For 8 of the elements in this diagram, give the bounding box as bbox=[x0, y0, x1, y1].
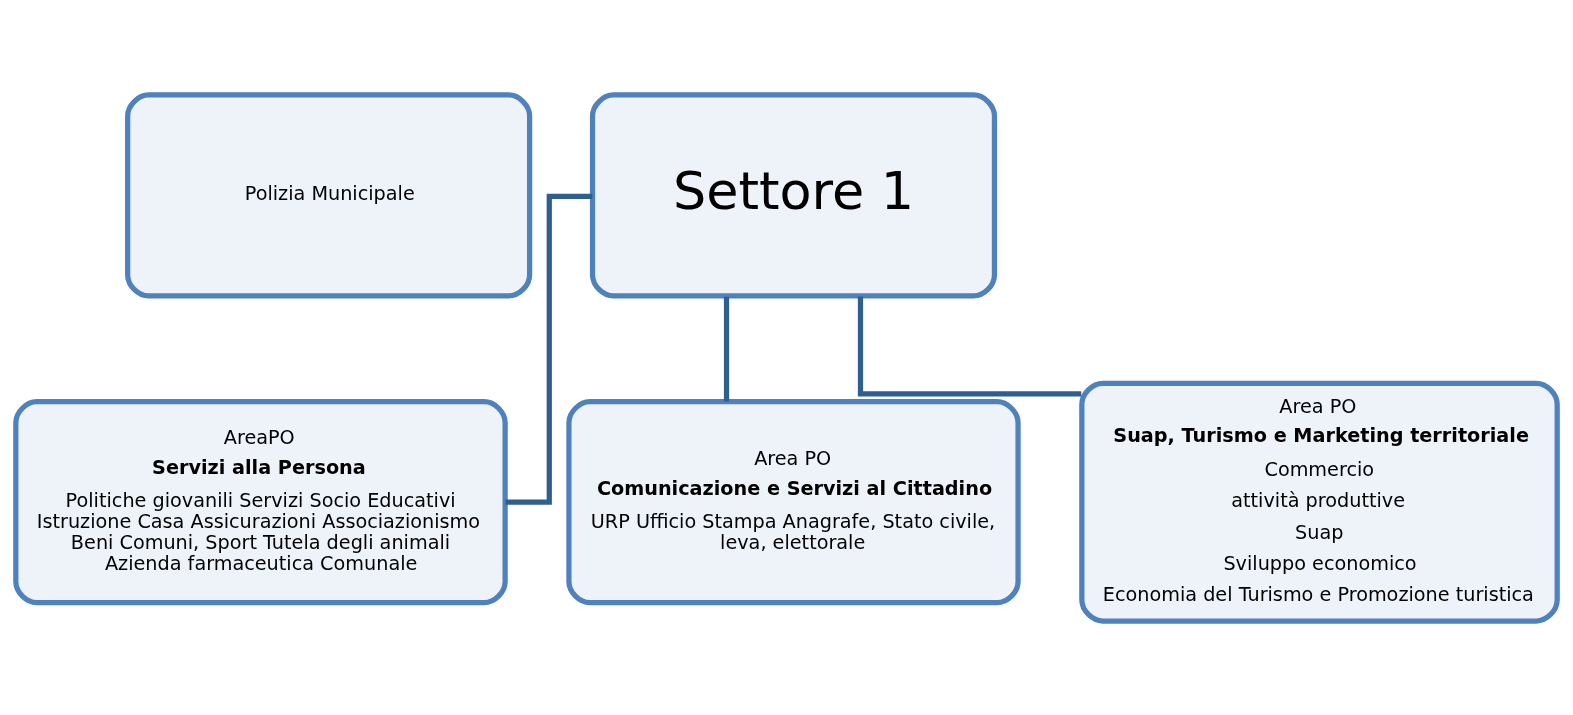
connector bbox=[857, 295, 1082, 396]
node-box: AreaPO Servizi alla Persona Politiche giovanili Servizi Socio Educativi Istruzione Casa Assicurazioni Associazionismo Beni Comuni, Sport Tutela degli animali Azienda farmaceutica Comunale bbox=[13, 398, 508, 605]
connector bbox=[723, 296, 730, 402]
node-box: Polizia Municipale bbox=[125, 91, 533, 299]
node-box: Area PO Comunicazione e Servizi al Cittadino URP Ufficio Stampa Anagrafe, Stato civile, leva, elettorale bbox=[566, 398, 1021, 605]
node-box: Settore 1 bbox=[589, 91, 998, 299]
connector bbox=[505, 193, 593, 505]
node-box: Area PO Suap, Turismo e Marketing territoriale Commercio attività produttive Suap Sviluppo economico Economia del Turismo e Promozione turistica bbox=[1079, 380, 1560, 624]
